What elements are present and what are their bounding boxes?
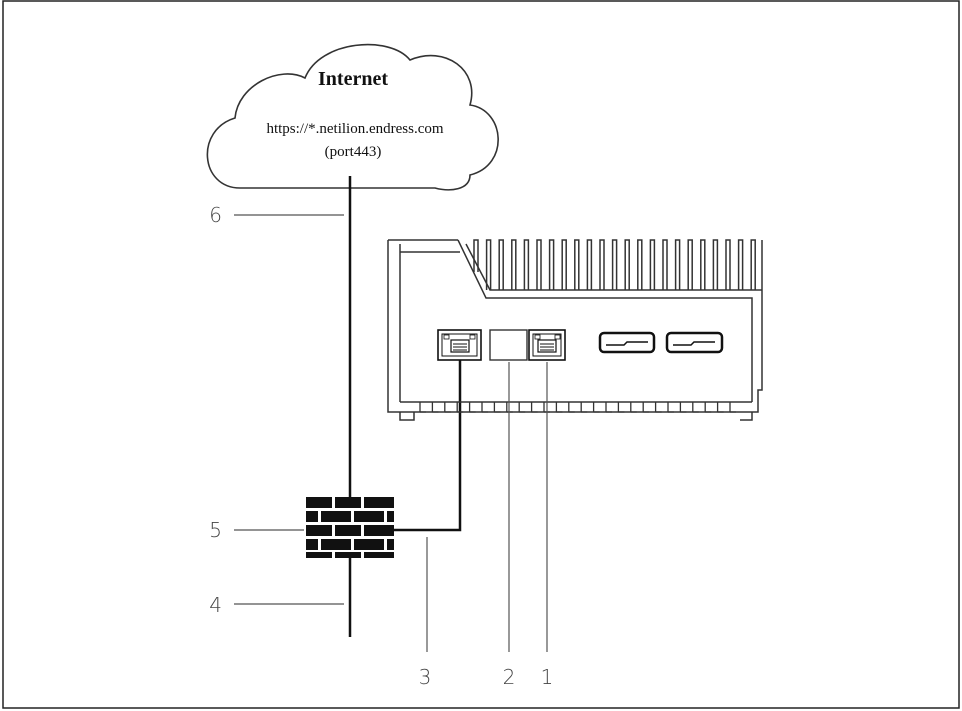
vent-tooth — [568, 402, 575, 413]
heat-sink-fin — [485, 239, 492, 290]
firewall-icon — [306, 497, 394, 558]
callout-5: 5 — [209, 518, 222, 542]
ethernet-port-icon — [528, 329, 566, 361]
heat-sink-fins — [473, 239, 756, 290]
heat-sink-fin — [649, 239, 656, 290]
device-connection-line — [394, 358, 462, 532]
heat-sink-fin — [611, 239, 618, 290]
vent-tooth — [592, 402, 600, 413]
empty-port-slot — [489, 329, 528, 361]
callout-1: 1 — [541, 665, 554, 689]
heat-sink-fin — [687, 239, 693, 290]
heat-sink-fin — [536, 239, 542, 290]
vent-tooth — [506, 402, 513, 413]
heat-sink-fin — [498, 239, 504, 290]
usb-port-icon — [598, 331, 656, 354]
heat-sink-fin — [574, 239, 580, 290]
bottom-vents — [419, 402, 736, 413]
heat-sink-fin — [561, 239, 567, 290]
vent-tooth — [530, 402, 538, 413]
heat-sink-fin — [548, 239, 555, 290]
heat-sink-fin — [637, 239, 643, 290]
heat-sink-fin — [674, 239, 681, 290]
vent-tooth — [679, 402, 687, 413]
callout-2: 2 — [503, 665, 516, 689]
vent-tooth — [716, 402, 724, 413]
vent-tooth — [617, 402, 625, 413]
vent-tooth — [456, 402, 464, 413]
vent-tooth — [704, 402, 712, 413]
callout-3: 3 — [419, 665, 432, 689]
cloud-title: Internet — [318, 68, 388, 90]
heat-sink-fin — [737, 239, 744, 290]
heat-sink-fin — [523, 239, 530, 290]
usb-port-icon — [665, 331, 724, 354]
vent-tooth — [692, 402, 699, 413]
vent-tooth — [555, 402, 563, 413]
heat-sink-fin — [662, 239, 668, 290]
heat-sink-fin — [473, 239, 479, 272]
vent-tooth — [444, 402, 451, 413]
heat-sink-fin — [700, 239, 706, 290]
heat-sink-fin — [511, 239, 517, 290]
heat-sink-fin — [624, 239, 630, 290]
vent-tooth — [667, 402, 674, 413]
cloud-port: (port443) — [325, 144, 382, 160]
heat-sink-fin — [750, 239, 756, 290]
vent-tooth — [630, 402, 637, 413]
ethernet-port-icon — [437, 329, 482, 361]
vent-tooth — [468, 402, 476, 413]
vent-tooth — [642, 402, 650, 413]
vent-tooth — [518, 402, 526, 413]
vent-tooth — [729, 402, 736, 413]
vent-tooth — [654, 402, 662, 413]
heat-sink-fin — [712, 239, 719, 290]
vent-tooth — [481, 402, 488, 413]
vent-tooth — [580, 402, 588, 413]
callout-4: 4 — [209, 593, 222, 617]
heat-sink-fin — [599, 239, 605, 290]
vent-tooth — [431, 402, 439, 413]
cloud-icon — [206, 43, 499, 191]
heat-sink-fin — [586, 239, 593, 290]
callout-6: 6 — [209, 203, 222, 227]
cloud-url: https://*.netilion.endress.com — [266, 121, 443, 137]
vent-tooth — [419, 402, 426, 413]
vent-tooth — [605, 402, 612, 413]
heat-sink-fin — [725, 239, 731, 290]
vent-tooth — [493, 402, 501, 413]
